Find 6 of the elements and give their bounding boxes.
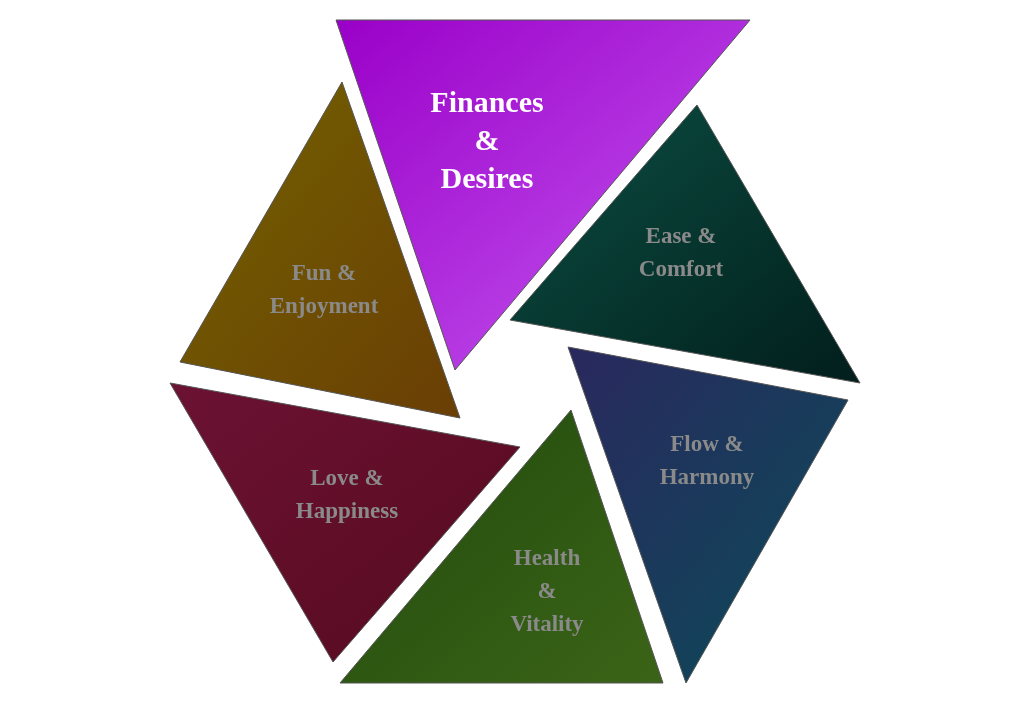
segment-label: Love & Happiness xyxy=(295,464,399,525)
segment-label: Finances & Desires xyxy=(430,84,544,196)
segment-label: Flow & Harmony xyxy=(659,430,755,491)
segment-label: Health & Vitality xyxy=(510,543,584,638)
segment-label: Ease & Comfort xyxy=(638,222,724,283)
segment-label: Fun & Enjoyment xyxy=(269,259,379,320)
